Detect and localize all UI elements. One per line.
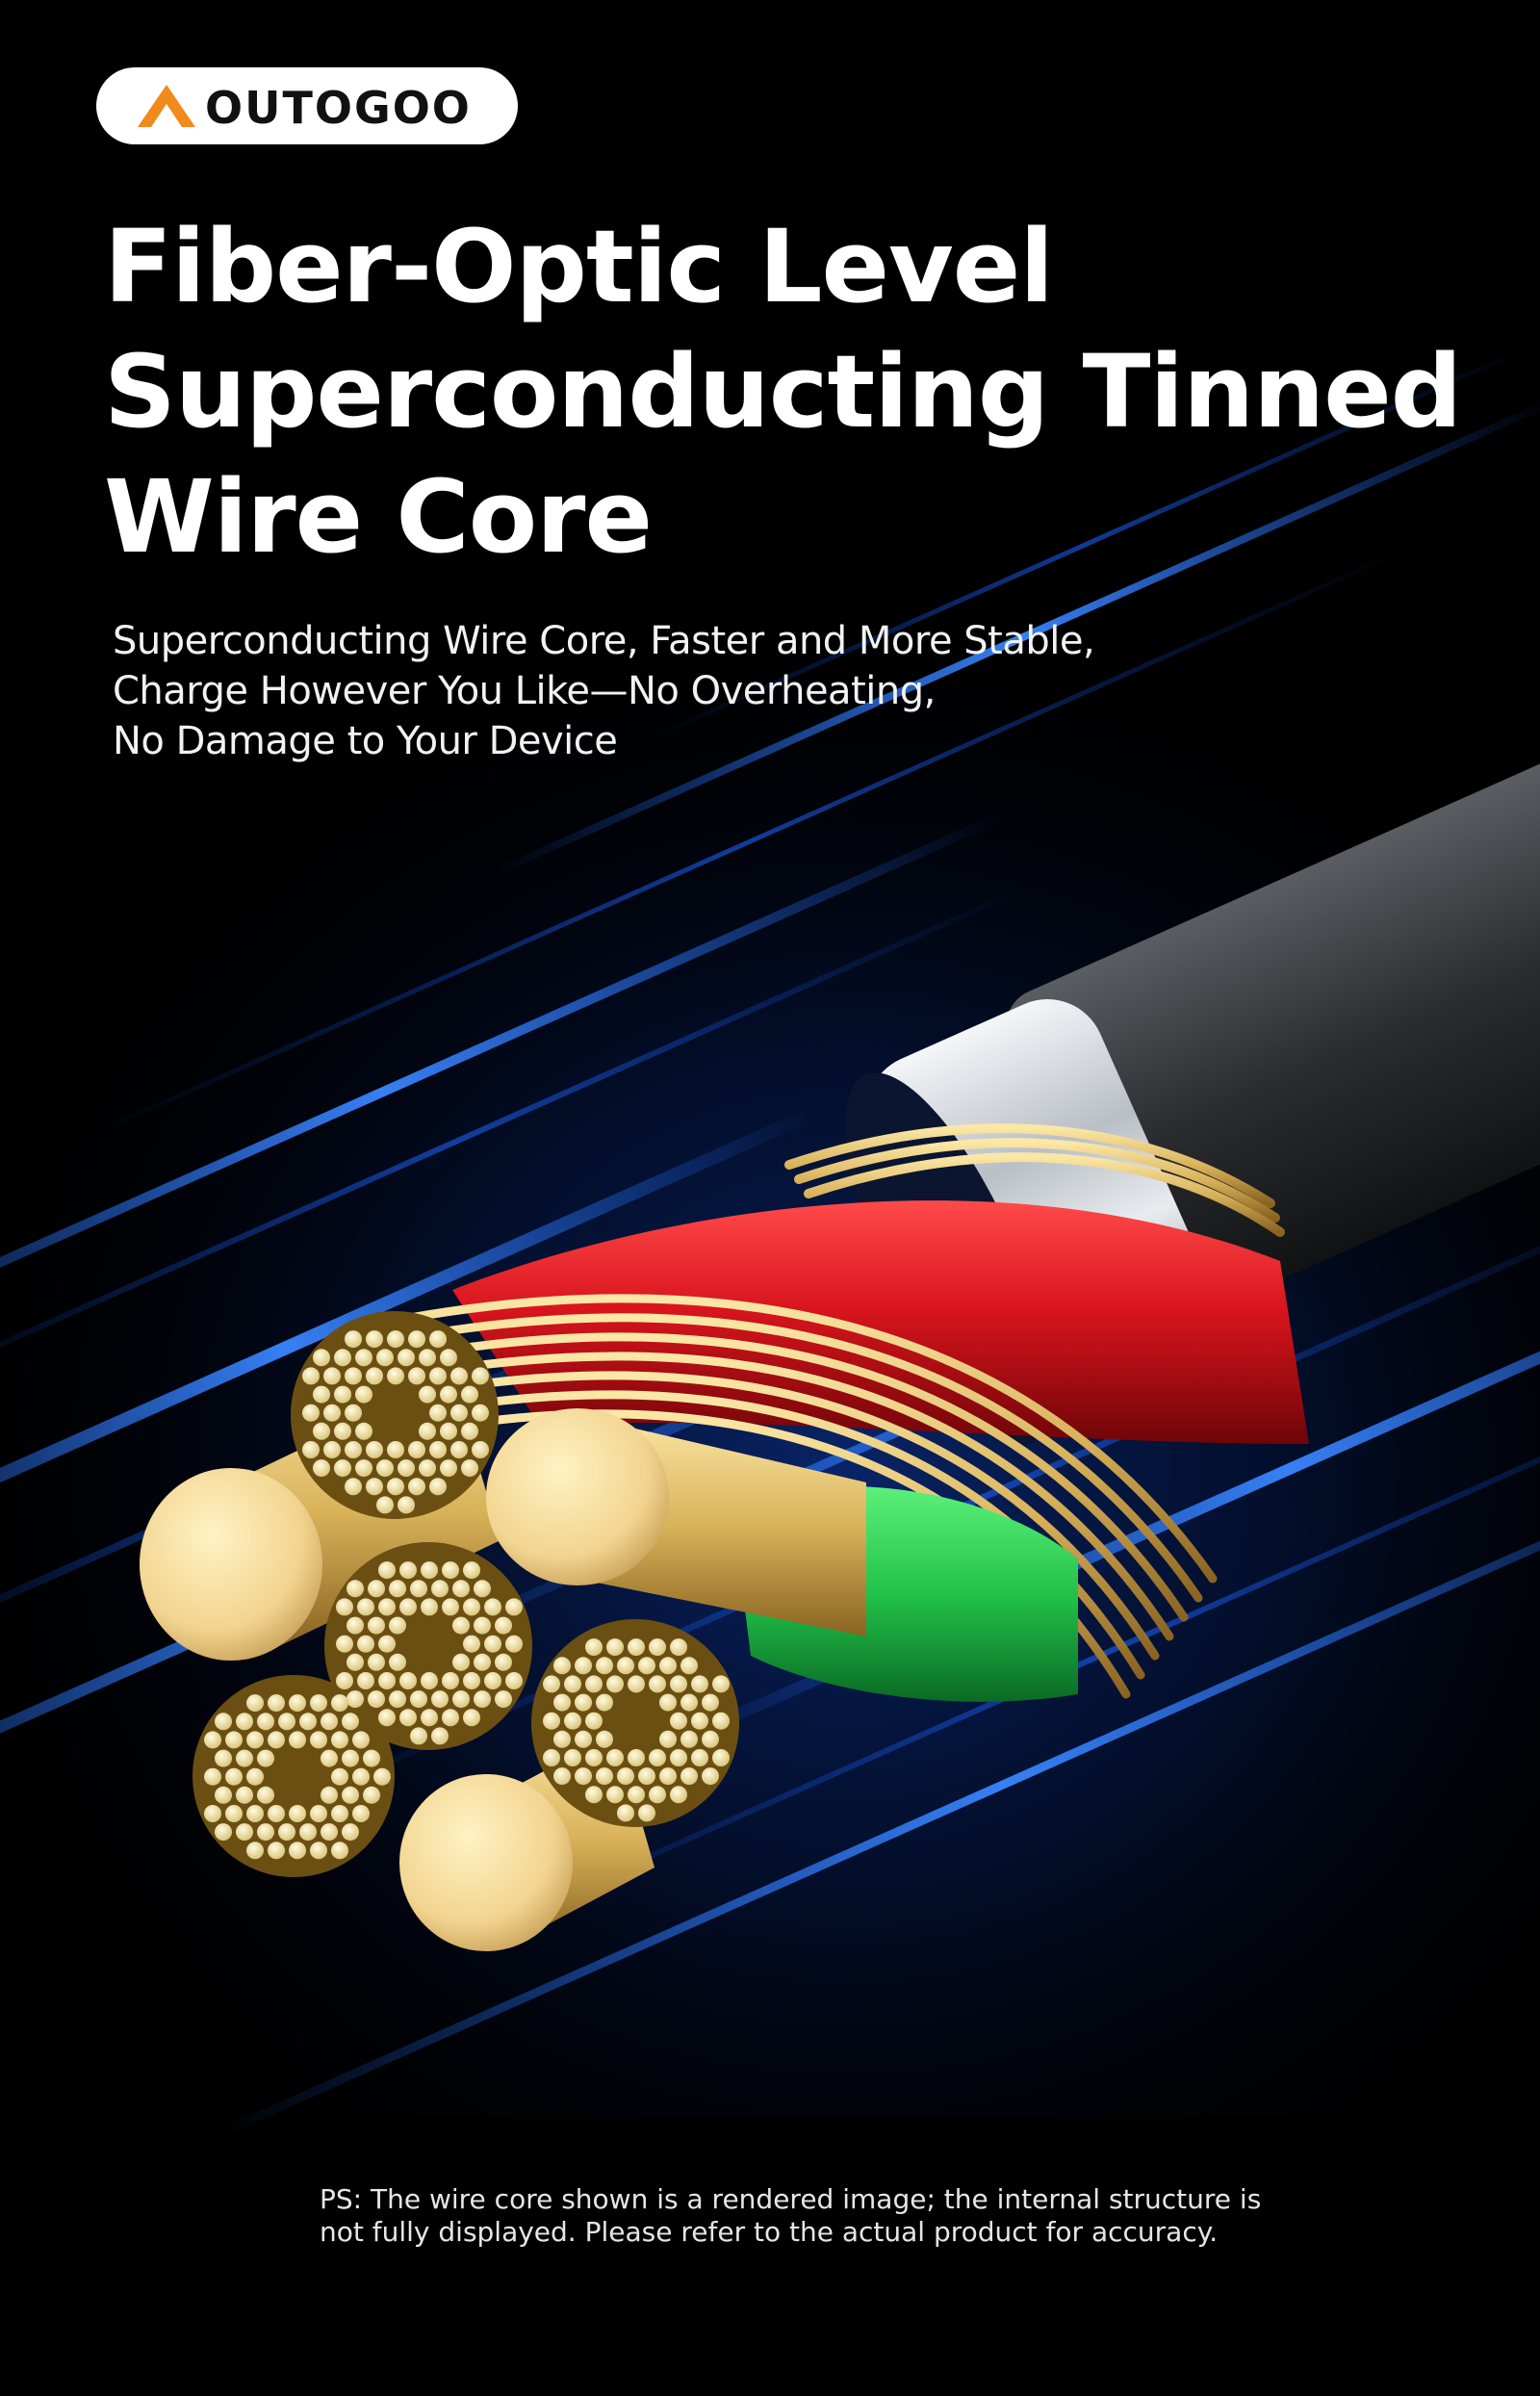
logo-wordmark: OUTOGOO xyxy=(205,82,472,134)
headline-line-1: Fiber-Optic Level xyxy=(104,208,1054,325)
headline-line-3: Wire Core xyxy=(104,458,653,576)
disclaimer-line-1: PS: The wire core shown is a rendered im… xyxy=(320,2183,1262,2215)
description-line-1: Superconducting Wire Core, Faster and Mo… xyxy=(113,619,1095,663)
headline-line-2: Superconducting Tinned xyxy=(104,333,1462,451)
description-line-2: Charge However You Like—No Overheating, xyxy=(113,669,936,713)
render-disclaimer: PS: The wire core shown is a rendered im… xyxy=(320,2183,1282,2249)
description-line-3: No Damage to Your Device xyxy=(113,719,618,763)
outogoo-logo-icon: OUTOGOO xyxy=(138,82,472,134)
disclaimer-line-2: not fully displayed. Please refer to the… xyxy=(320,2216,1219,2248)
brand-logo: OUTOGOO xyxy=(96,67,518,144)
feature-description: Superconducting Wire Core, Faster and Mo… xyxy=(113,616,1364,766)
page-headline: Fiber-Optic Level Superconducting Tinned… xyxy=(104,204,1471,580)
